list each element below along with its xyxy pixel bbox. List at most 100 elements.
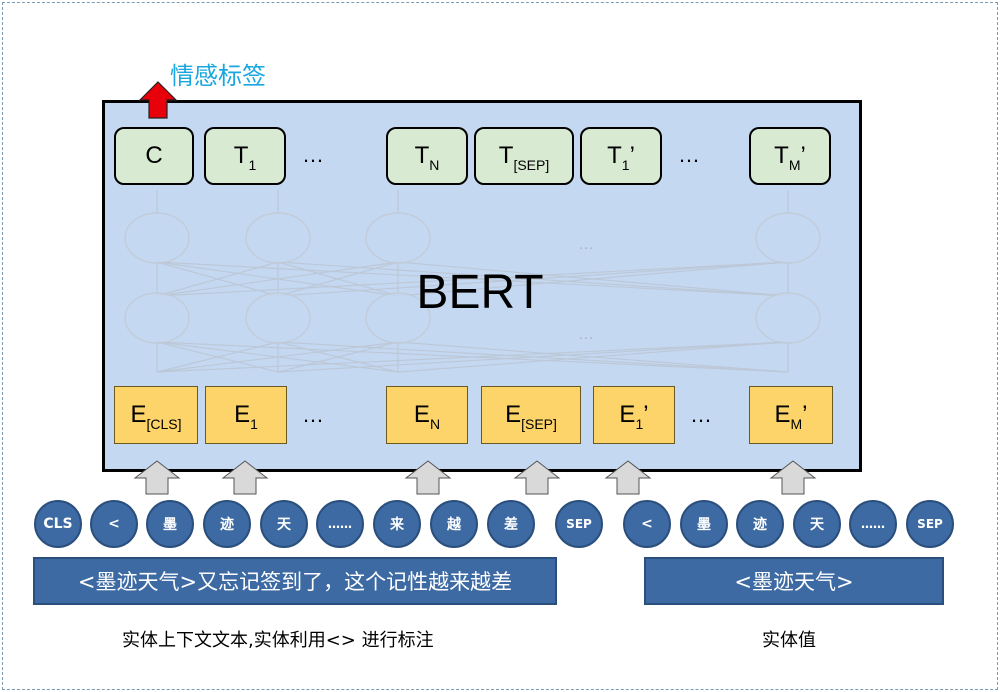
embedding-e1-sub: 1 [250, 416, 258, 432]
hidden-connection [156, 261, 279, 297]
embedding-cls-sub: [CLS] [146, 416, 182, 432]
output-t1p-base: T [607, 142, 622, 169]
embedding-sep: E[SEP] [481, 386, 581, 444]
embedding-e1p-base: E [619, 401, 636, 428]
output-ellipsis-1: … [302, 142, 324, 167]
hidden-ellipsis-upper: … [578, 236, 594, 253]
embedding-emp-base: E [774, 401, 791, 428]
hidden-connection [277, 261, 789, 297]
hidden-connection [397, 261, 789, 297]
hidden-connection [156, 341, 789, 373]
hidden-node [365, 292, 431, 344]
token-yue: 越 [430, 500, 478, 548]
segment-context: <墨迹天气>又忘记签到了，这个记性越来越差 [33, 557, 557, 605]
hidden-ellipsis-lower: … [578, 326, 594, 343]
hidden-connection [156, 341, 399, 373]
token-tian: 天 [260, 500, 308, 548]
embedding-emp-prime: ’ [802, 401, 808, 428]
embedding-en-base: E [413, 401, 430, 428]
hidden-connection [156, 261, 399, 297]
hidden-connection [156, 261, 789, 297]
token-lai: 来 [373, 500, 421, 548]
token-tian-2: 天 [793, 500, 841, 548]
token-lt: < [90, 500, 138, 548]
output-tn-sub: N [429, 157, 440, 173]
embedding-ellipsis-2: … [690, 402, 712, 427]
output-tsep: T[SEP] [474, 127, 574, 185]
hidden-connection [277, 341, 399, 373]
token-mo: 墨 [146, 500, 194, 548]
embedding-en-sub: N [429, 416, 441, 432]
hidden-network [156, 190, 789, 373]
embedding-sep-base: E [505, 401, 522, 428]
output-t1p-prime: ’ [629, 142, 635, 169]
output-t1p-sub: 1 [621, 157, 630, 173]
embedding-e1p-sub: 1 [635, 416, 644, 432]
red-up-arrow [138, 81, 178, 119]
hidden-node [124, 212, 190, 264]
token-sep: SEP [555, 500, 603, 548]
output-t1-sub: 1 [248, 157, 257, 173]
token-ellipsis-2: …… [849, 500, 897, 548]
hidden-node [245, 212, 311, 264]
hidden-node [124, 292, 190, 344]
embedding-e1-base: E [234, 401, 251, 428]
gray-up-arrow [404, 460, 452, 495]
output-tmp-sub: M [788, 157, 801, 173]
gray-up-arrow [221, 460, 269, 495]
token-ji: 迹 [203, 500, 251, 548]
output-tn-base: T [414, 142, 430, 169]
output-c: C [114, 127, 194, 185]
token-ellipsis: …… [316, 500, 364, 548]
output-ellipsis-2: … [678, 142, 700, 167]
hidden-node [755, 212, 821, 264]
output-t1-base: T [233, 142, 249, 169]
output-c-label: C [145, 142, 163, 169]
hidden-connection [277, 341, 789, 373]
token-mo-2: 墨 [680, 500, 728, 548]
output-tsep-sub: [SEP] [513, 157, 550, 173]
embedding-cls: E[CLS] [114, 386, 198, 444]
output-tmp-base: T [774, 142, 789, 169]
gray-up-arrow [133, 460, 181, 495]
hidden-connection [156, 341, 279, 373]
token-ji-2: 迹 [736, 500, 784, 548]
output-tsep-base: T [498, 142, 514, 169]
gray-up-arrow [513, 460, 561, 495]
embedding-sep-sub: [SEP] [521, 416, 557, 432]
embedding-e1p-prime: ’ [643, 401, 649, 428]
gray-up-arrow [604, 460, 652, 495]
gray-up-arrow [769, 460, 817, 495]
embedding-ellipsis-1: … [302, 402, 324, 427]
token-cha: 差 [487, 500, 535, 548]
caption-entity: 实体值 [762, 630, 816, 651]
token-sep-2: SEP [906, 500, 954, 548]
sentiment-label: 情感标签 [170, 62, 266, 90]
input-arrows [133, 460, 817, 495]
hidden-node [365, 212, 431, 264]
token-cls: CLS [34, 500, 82, 548]
bert-label: BERT [416, 266, 544, 319]
hidden-nodes [124, 212, 821, 344]
output-tmp-prime: ’ [800, 142, 806, 169]
embedding-cls-base: E [130, 401, 147, 428]
hidden-node [755, 292, 821, 344]
hidden-connection [397, 341, 789, 373]
token-lt-2: < [623, 500, 671, 548]
caption-context: 实体上下文文本,实体利用<> 进行标注 [122, 630, 434, 651]
hidden-connection [277, 261, 399, 297]
hidden-node [245, 292, 311, 344]
segment-entity: <墨迹天气> [644, 557, 944, 605]
embedding-emp-sub: M [790, 416, 803, 432]
